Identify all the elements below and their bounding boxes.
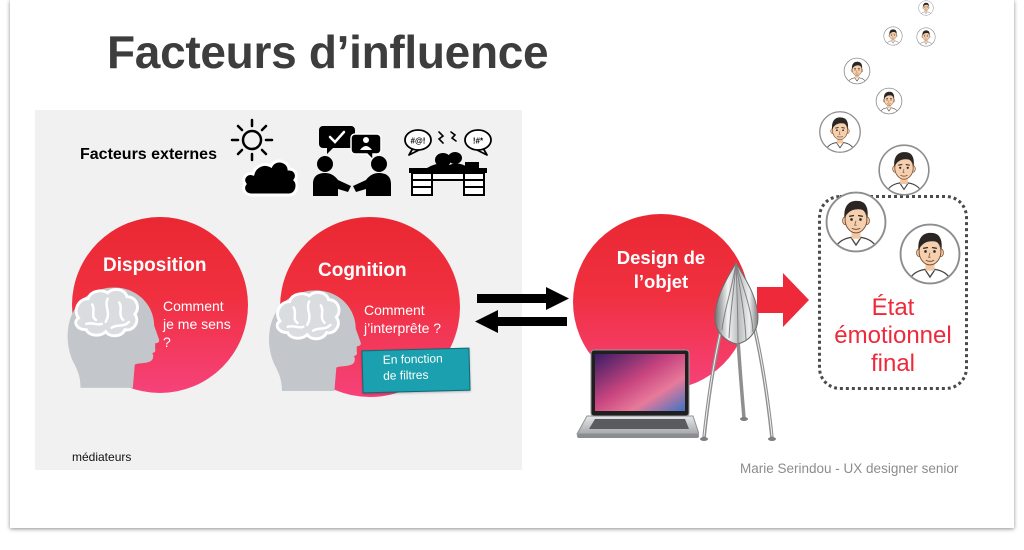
arrow-right-icon <box>757 273 809 327</box>
disposition-title: Disposition <box>103 255 207 276</box>
office-conflict-icon: #@! !#* <box>404 129 492 196</box>
weather-icon <box>230 118 298 197</box>
person-avatar-icon <box>824 190 888 254</box>
speech-bubble-text: #@! <box>411 137 426 146</box>
person-avatar-icon <box>875 87 903 115</box>
person-avatar-icon <box>883 26 903 46</box>
question-line: Comment <box>364 302 425 318</box>
emotional-state-box <box>818 195 968 390</box>
person-avatar-icon <box>918 0 934 16</box>
filters-note: En fonction de filtres <box>361 347 471 394</box>
person-avatar-icon <box>843 57 871 85</box>
cognition-question: Comment j’interprête ? <box>364 301 441 337</box>
head-brain-icon <box>66 286 160 388</box>
question-line: ? <box>163 334 171 350</box>
question-line: je me sens <box>163 316 231 332</box>
juicer-icon <box>700 262 776 441</box>
person-avatar-icon <box>877 143 931 197</box>
design-title: Design de l’objet <box>591 246 731 294</box>
author-credit: Marie Serindou - UX designer senior <box>740 461 959 476</box>
mediators-label: médiateurs <box>72 450 132 464</box>
note-line: de filtres <box>382 367 429 383</box>
cognition-title: Cognition <box>318 260 407 281</box>
disposition-question: Comment je me sens ? <box>163 297 231 351</box>
emotional-state-line: émotionnel <box>834 322 952 349</box>
person-avatar-icon <box>898 222 962 286</box>
emotional-state-line: final <box>870 350 916 377</box>
design-title-line: Design de <box>616 247 706 268</box>
external-factors-label: Facteurs externes <box>80 146 217 163</box>
question-line: j’interprête ? <box>364 320 442 336</box>
design-title-line: l’objet <box>633 271 689 292</box>
emotional-state-line: État <box>871 294 915 321</box>
two-way-arrows-icon <box>475 287 569 333</box>
conversation-icon <box>313 126 391 196</box>
emotional-state-label: État émotionnel final <box>818 294 968 378</box>
person-avatar-icon <box>916 27 936 47</box>
speech-bubble-text: !#* <box>473 137 484 146</box>
person-avatar-icon <box>818 110 862 154</box>
head-brain-icon <box>267 288 363 391</box>
laptop-icon <box>576 349 699 438</box>
question-line: Comment <box>163 298 224 314</box>
slide-title: Facteurs d’influence <box>107 26 549 78</box>
